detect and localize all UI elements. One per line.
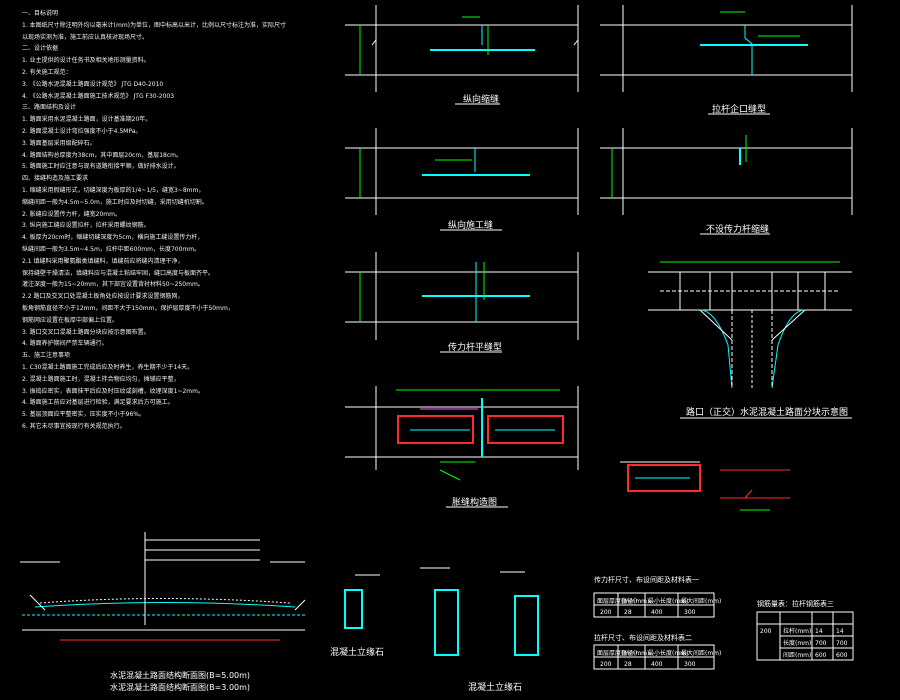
curb-title-left: 混凝土立缘石 — [330, 646, 384, 658]
note-line: 3. 振捣应密实，表面抹平后应及时压纹或刻槽，纹理深度1~2mm。 — [22, 387, 204, 395]
note-line: 缩缝间距一般为4.5m~5.0m，施工时应及时切缝，采用切缝机切割。 — [22, 198, 208, 206]
detail-tongue-groove-joint — [600, 5, 853, 92]
table-1-header: 直径(mm) — [621, 597, 649, 605]
detail-title-5: 传力杆平缝型 — [448, 341, 502, 353]
rebar-detail-a — [620, 461, 701, 492]
detail-title-6: 胀缝构造图 — [452, 496, 497, 508]
detail-dowel-joint — [345, 252, 579, 340]
detail-expansion-joint — [345, 386, 579, 481]
note-line: 1. 缩缝采用假缝形式，切缝深度为板厚的1/4~1/5，缝宽3~8mm， — [22, 186, 205, 194]
table-1-title: 传力杆尺寸、布设间距及材料表一 — [594, 575, 699, 584]
table-3-cell: 200 — [760, 628, 772, 635]
note-line: 5. 基层顶面应平整密实，压实度不小于96%。 — [22, 411, 145, 419]
design-notes: 一、目标说明 1. 本图纸尺寸除注明外均以毫米计(mm)为单位，图中标高以米计，比… — [22, 8, 304, 433]
note-line: 2.1 填缝料采用聚氨酯类填缝料，填缝前应将缝内清理干净， — [22, 257, 184, 265]
detail-dummy-joint — [600, 128, 853, 215]
note-line: 2. 有关施工规范： — [22, 68, 72, 76]
table-1-cell: 300 — [684, 609, 696, 616]
note-line: 3. 《公路水泥混凝土路面设计规范》 JTG D40-2010 — [22, 80, 164, 88]
table-1-cell: 200 — [600, 609, 612, 616]
note-line: 4. 板厚为20cm时，缩缝切缝深度为5cm，横向施工缝设置传力杆， — [22, 234, 204, 242]
section-title-1: 水泥混凝土路面结构断面图(B=5.00m) — [110, 670, 250, 680]
note-line: 1. 业主提供的设计任务书及相关地形测量资料。 — [22, 57, 150, 65]
table-2-header: 最小长度(mm) — [648, 649, 688, 657]
note-line: 1. C30混凝土路面施工完成后应及时养生，养生期不少于14天。 — [22, 363, 194, 371]
table-3-title: 钢筋量表：拉杆钢筋表三 — [757, 599, 834, 608]
table-2-cell: 200 — [600, 661, 612, 668]
table-2-cell: 28 — [624, 661, 632, 668]
table-2-cell: 400 — [651, 661, 663, 668]
note-line: 钢筋网应设置在板厚中部偏上位置。 — [22, 316, 119, 324]
note-line: 1. 本图纸尺寸除注明外均以毫米计(mm)为单位，图中标高以米计，比例以尺寸标注… — [22, 21, 287, 29]
table-1-header: 面层厚度(mm) — [597, 597, 637, 605]
note-line: 保持缝壁干燥清洁，填缝料应与混凝土粘结牢固，缝口高度与板面齐平。 — [22, 269, 215, 277]
table-3-cell: 700 — [815, 640, 827, 647]
note-line: 三、路面结构及设计 — [22, 104, 77, 112]
detail-title-3: 纵向施工缝 — [448, 219, 493, 231]
note-line: 3. 路口交叉口混凝土路面分块应按示意图布置。 — [22, 328, 150, 336]
detail-title-4: 不设传力杆缩缝 — [706, 223, 769, 235]
table-2-title: 拉杆尺寸、布设间距及材料表二 — [594, 633, 692, 642]
note-line: 5. 路面施工时应注意与现有道路衔接平顺，做好排水设计。 — [22, 163, 180, 171]
table-2-header: 面层厚度(mm) — [597, 649, 637, 657]
note-line: 板角钢筋直径不小于12mm，间距不大于150mm，保护层厚度不小于50mm， — [22, 304, 234, 312]
note-line: 3. 路面基层采用级配碎石。 — [22, 139, 96, 147]
note-line: 2. 胀缝应设置传力杆，缝宽20mm。 — [22, 210, 121, 218]
detail-title-1: 纵向缩缝 — [463, 93, 499, 105]
curbstone-drawings — [344, 567, 539, 656]
note-line: 灌注深度一般为15~20mm，其下部宜设置背衬材料50~250mm。 — [22, 281, 204, 289]
table-2-header: 直径(mm) — [621, 649, 649, 657]
table-3-cell: 14 — [815, 628, 823, 635]
note-line: 4. 路面养护期间严禁车辆通行。 — [22, 340, 108, 348]
table-rebar-qty — [756, 611, 854, 661]
intersection-plan — [648, 261, 852, 389]
table-3-cell: 14 — [836, 628, 844, 635]
table-3-cell: 600 — [836, 652, 848, 659]
table-3-cell: 间距(mm) — [783, 651, 811, 659]
curb-title-right: 混凝土立缘石 — [468, 681, 522, 693]
note-line: 4. 路面结构总厚度为38cm，其中面层20cm，基层18cm。 — [22, 151, 182, 159]
detail-longitudinal-joint — [345, 5, 579, 92]
table-1-cell: 400 — [651, 609, 663, 616]
note-line: 2.2 路口及交叉口处混凝土板角处应按设计要求设置钢筋网， — [22, 293, 184, 301]
table-2-header: 最大间距(mm) — [681, 649, 721, 657]
note-line: 以现场实测为准，施工前应认真核对现场尺寸。 — [22, 33, 149, 41]
section-title-2: 水泥混凝土路面结构断面图(B=3.00m) — [110, 682, 250, 692]
note-line: 4. 路面施工前应对基层进行检验，满足要求后方可施工。 — [22, 399, 174, 407]
table-1-cell: 28 — [624, 609, 632, 616]
note-line: 3. 纵向施工缝应设置拉杆，拉杆采用螺纹钢筋。 — [22, 222, 150, 230]
note-line: 五、施工注意事项 — [22, 352, 71, 360]
note-line: 2. 混凝土路面施工时，混凝土拌合物应均匀，摊铺应平整， — [22, 375, 180, 383]
table-dowel — [593, 592, 715, 618]
note-line: 一、目标说明 — [22, 10, 59, 17]
note-line: 四、接缝构造及施工要求 — [22, 175, 89, 183]
note-line: 2. 路面混凝土设计弯拉强度不小于4.5MPa。 — [22, 127, 142, 135]
table-1-header: 最大间距(mm) — [681, 597, 721, 605]
table-tiebar — [593, 644, 715, 670]
table-2-cell: 300 — [684, 661, 696, 668]
note-line: 4. 《公路水泥混凝土路面施工技术规范》 JTG F30-2003 — [22, 92, 175, 100]
intersection-title: 路口（正交）水泥混凝土路面分块示意图 — [686, 406, 848, 418]
note-line: 6. 其它未尽事宜按现行有关规范执行。 — [22, 422, 126, 430]
pavement-cross-section — [20, 532, 306, 641]
detail-construction-joint — [345, 128, 579, 215]
note-line: 纵缝间距一般为3.5m~4.5m，拉杆中距600mm，长度700mm。 — [22, 245, 201, 253]
note-line: 二、设计依据 — [22, 45, 59, 53]
note-line: 1. 路面采用水泥混凝土路面，设计基准期20年。 — [22, 116, 152, 124]
table-3-cell: 600 — [815, 652, 827, 659]
detail-title-2: 拉杆企口缝型 — [712, 103, 766, 115]
rebar-detail-b — [720, 469, 790, 511]
table-3-cell: 700 — [836, 640, 848, 647]
table-1-header: 最小长度(mm) — [648, 597, 688, 605]
table-3-cell: 长度(mm) — [783, 639, 811, 647]
table-3-cell: 拉杆(mm) — [783, 627, 811, 635]
